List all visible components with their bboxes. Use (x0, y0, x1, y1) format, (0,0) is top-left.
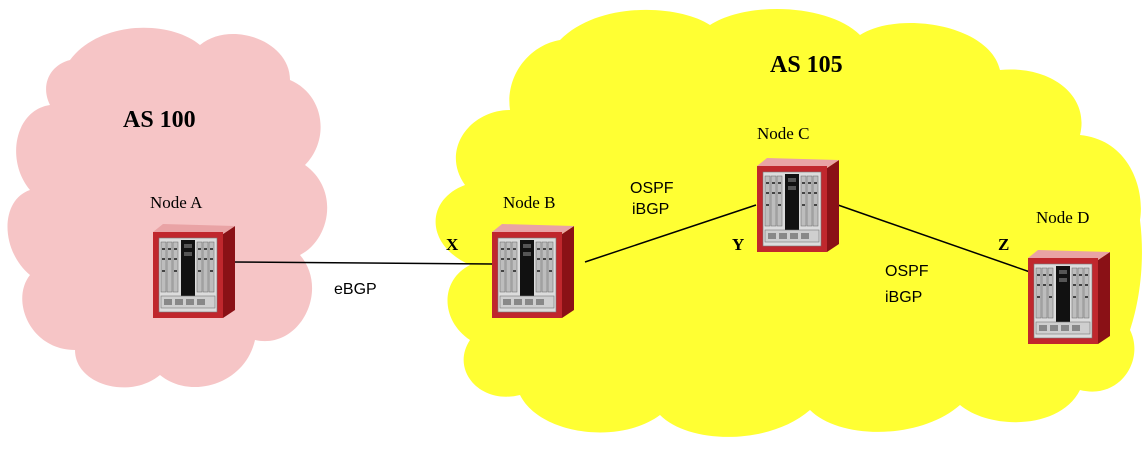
link-c-d (837, 204, 1031, 273)
link-b-c (584, 204, 757, 263)
as100-title: AS 100 (123, 107, 196, 133)
router-icon[interactable] (152, 223, 236, 319)
link-b-c-label-ospf: OSPF (630, 180, 674, 197)
node-c-label: Node C (757, 124, 809, 143)
router-icon[interactable] (491, 223, 575, 319)
interface-x-label: X (446, 235, 459, 254)
interface-y-label: Y (732, 235, 744, 254)
node-a-label: Node A (150, 193, 203, 212)
as105-title: AS 105 (770, 52, 843, 78)
node-b-label: Node B (503, 193, 555, 212)
interface-z-label: Z (998, 235, 1009, 254)
router-icon[interactable] (756, 157, 840, 253)
link-a-b (231, 261, 493, 265)
link-b-c-label-ibgp: iBGP (632, 201, 669, 218)
router-icon[interactable] (1027, 249, 1111, 345)
link-a-b-label: eBGP (334, 281, 377, 298)
node-d-label: Node D (1036, 208, 1089, 227)
as100-cloud (7, 27, 328, 388)
link-c-d-label-ospf: OSPF (885, 263, 929, 280)
link-c-d-label-ibgp: iBGP (885, 289, 922, 306)
